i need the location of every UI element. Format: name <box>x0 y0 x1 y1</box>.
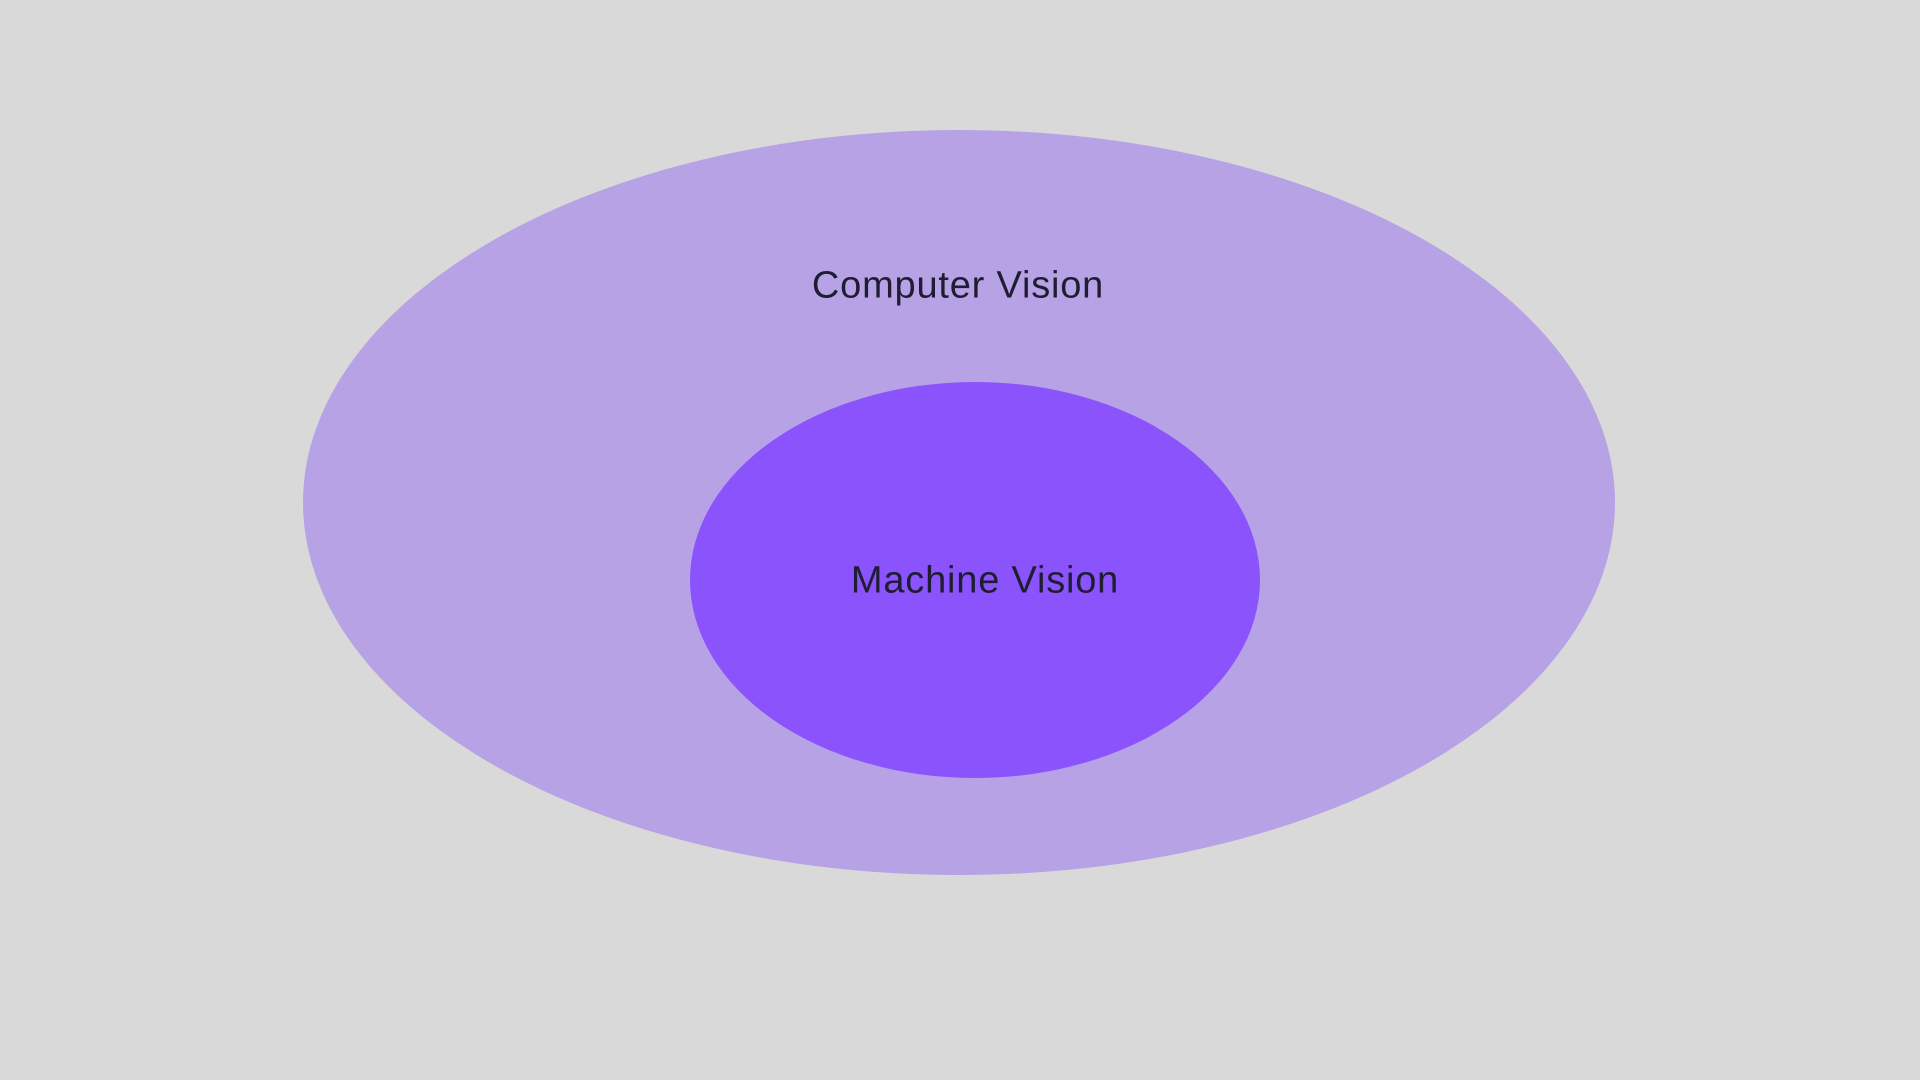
computer-vision-label: Computer Vision <box>811 264 1105 307</box>
machine-vision-label: Machine Vision <box>850 559 1120 602</box>
machine-vision-ellipse <box>690 382 1260 778</box>
